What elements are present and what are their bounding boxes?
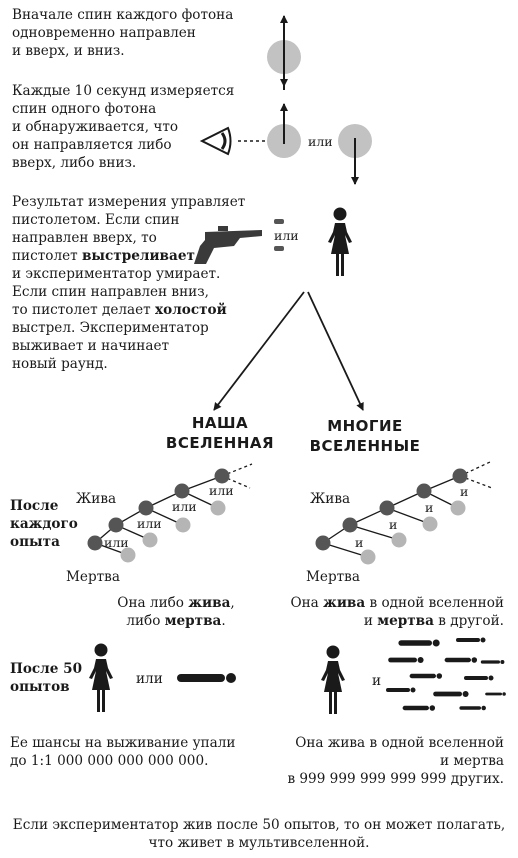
woman-dead-icon [177, 673, 236, 683]
measurement-text: Каждые 10 секунд измеряется спин одного … [12, 83, 235, 171]
and-label-4: и [460, 484, 469, 499]
odds-many-universes: Она жива в одной вселенной и мертва в 99… [287, 735, 504, 787]
caption-many-universes: Она жива в одной вселенной и мертва в др… [290, 595, 504, 629]
or-label-spin: или [308, 134, 333, 149]
tree-our-universe [87, 463, 253, 563]
or-label-after-50: или [136, 671, 163, 687]
and-label-1: и [355, 535, 364, 550]
alive-label-left: Жива [76, 491, 117, 507]
or-label-1: или [104, 535, 129, 550]
woman-icon [328, 207, 352, 276]
after-50-label: После 50 опытов [10, 661, 83, 695]
after-each-label: После каждого опыта [10, 498, 78, 550]
or-label-2: или [137, 516, 162, 531]
alive-label-right: Жива [310, 491, 351, 507]
header-many-universes: МНОГИЕ ВСЕЛЕННЫЕ [309, 417, 421, 455]
or-label-gun: или [274, 228, 299, 243]
photon-spin-up [267, 103, 301, 158]
and-label-3: и [425, 500, 434, 515]
and-label-after-50: и [372, 673, 382, 689]
photon-spin-down [338, 124, 372, 185]
or-label-4: или [209, 483, 234, 498]
result-text: Результат измерения управляет пистолетом… [12, 194, 246, 372]
photon-superposition [267, 15, 301, 90]
tree-many-universes [315, 461, 493, 565]
and-label-2: и [389, 517, 398, 532]
odds-our-universe: Ее шансы на выживание упали до 1:1 000 0… [10, 735, 236, 769]
many-dead-icons [386, 637, 506, 711]
dead-label-left: Мертва [66, 569, 120, 585]
eye-icon [199, 126, 232, 156]
dead-label-right: Мертва [306, 569, 360, 585]
branch-arrows [213, 291, 364, 411]
woman-alive-icon [89, 643, 113, 712]
header-our-universe: НАША ВСЕЛЕННАЯ [165, 414, 275, 452]
conclusion-text: Если экспериментатор жив после 50 опытов… [12, 817, 506, 851]
bullet-icon [274, 219, 284, 251]
or-label-3: или [172, 499, 197, 514]
revolver-icon [194, 226, 262, 264]
woman-alive-icon-many [321, 645, 345, 714]
initial-state-text: Вначале спин каждого фотона одновременно… [12, 7, 234, 59]
caption-our-universe: Она либо жива, либо мертва. [117, 595, 235, 629]
